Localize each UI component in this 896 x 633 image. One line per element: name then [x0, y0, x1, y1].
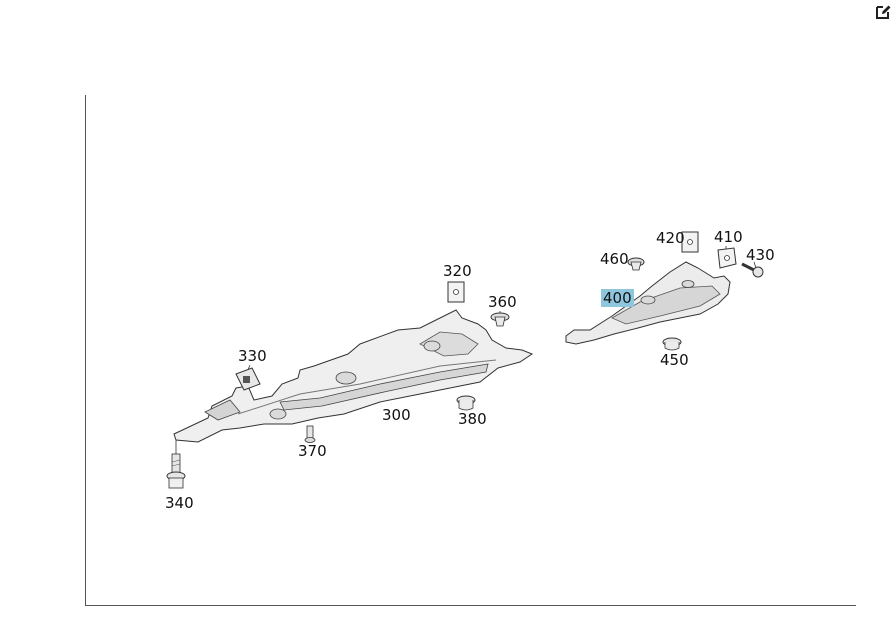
- clip-410: [717, 247, 737, 269]
- grommet-380: [456, 395, 476, 411]
- rear-panel-400: [565, 261, 731, 345]
- callout-380[interactable]: 380: [458, 410, 487, 428]
- bolt-340: [166, 453, 186, 489]
- frame-left-border: [85, 95, 86, 606]
- callout-450[interactable]: 450: [660, 351, 689, 369]
- grommet-450: [662, 337, 682, 351]
- callout-320[interactable]: 320: [443, 262, 472, 280]
- callout-420[interactable]: 420: [656, 229, 685, 247]
- callout-370[interactable]: 370: [298, 442, 327, 460]
- frame-bottom-border: [85, 605, 856, 606]
- bolt-430: [741, 262, 764, 278]
- nut-360: [490, 312, 510, 327]
- edit-icon[interactable]: [874, 3, 892, 21]
- clip-330: [235, 367, 261, 391]
- nut-460: [627, 257, 645, 271]
- callout-340[interactable]: 340: [165, 494, 194, 512]
- callout-430[interactable]: 430: [746, 246, 775, 264]
- clip-320: [447, 281, 465, 303]
- callout-400[interactable]: 400: [601, 289, 634, 307]
- screw-370: [304, 425, 316, 443]
- callout-330[interactable]: 330: [238, 347, 267, 365]
- callout-410[interactable]: 410: [714, 228, 743, 246]
- callout-300[interactable]: 300: [382, 406, 411, 424]
- callout-360[interactable]: 360: [488, 293, 517, 311]
- callout-460[interactable]: 460: [600, 250, 629, 268]
